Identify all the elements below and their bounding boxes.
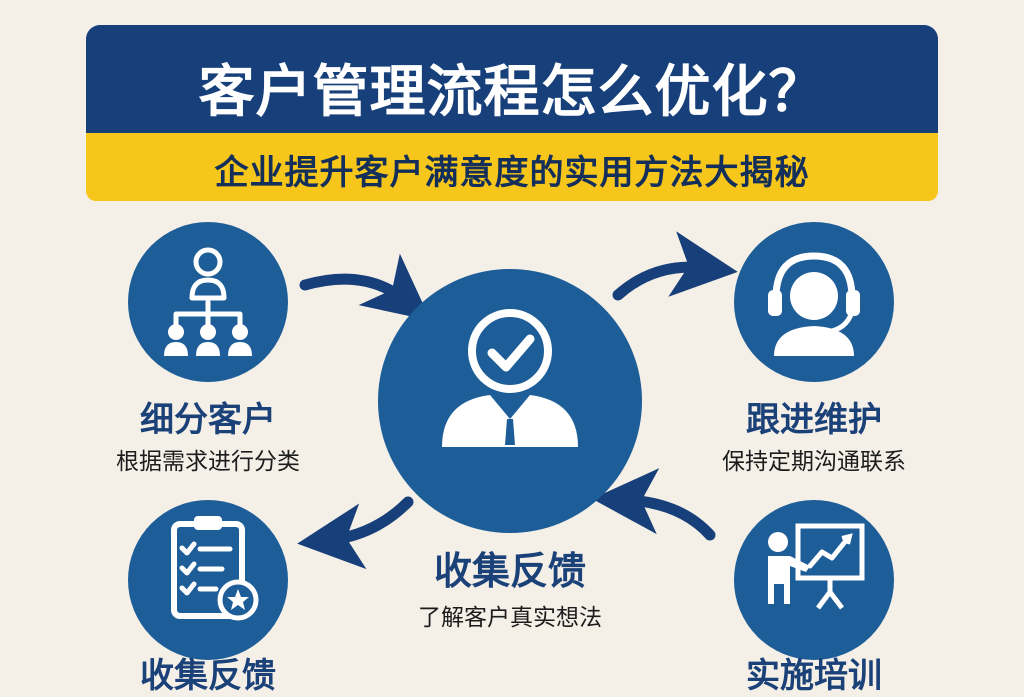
- segment-title: 细分客户: [140, 400, 276, 440]
- feedback-title: 收集反馈: [140, 656, 276, 696]
- arrow-center-to-follow: [612, 231, 738, 301]
- page-subtitle: 企业提升客户满意度的实用方法大揭秘: [214, 153, 810, 193]
- headset-icon: [768, 252, 860, 356]
- segment-desc: 根据需求进行分类: [116, 449, 300, 475]
- subtitle-banner: 企业提升客户满意度的实用方法大揭秘: [86, 133, 938, 201]
- presentation-chart-icon: [766, 523, 865, 610]
- follow-desc: 保持定期沟通联系: [722, 449, 906, 475]
- page-title: 客户管理流程怎么优化？: [198, 60, 826, 125]
- title-banner: 客户管理流程怎么优化？: [86, 25, 938, 133]
- center-desc: 了解客户真实想法: [418, 605, 602, 631]
- arrow-train-to-center: [592, 468, 716, 541]
- arrow-center-to-feedback: [297, 496, 414, 570]
- center-circle: [378, 269, 642, 533]
- segment-circle: [128, 222, 288, 382]
- center-title: 收集反馈: [433, 549, 586, 593]
- feedback-circle: [128, 500, 288, 660]
- org-chart-icon: [164, 247, 252, 356]
- flow-arrows: [297, 231, 738, 570]
- train-title: 实施培训: [746, 656, 882, 696]
- user-check-icon: [442, 309, 578, 447]
- follow-title: 跟进维护: [746, 400, 882, 440]
- arrow-segment-to-center: [299, 253, 431, 321]
- checklist-star-icon: [171, 516, 259, 621]
- train-circle: [734, 500, 894, 660]
- follow-circle: [734, 222, 894, 382]
